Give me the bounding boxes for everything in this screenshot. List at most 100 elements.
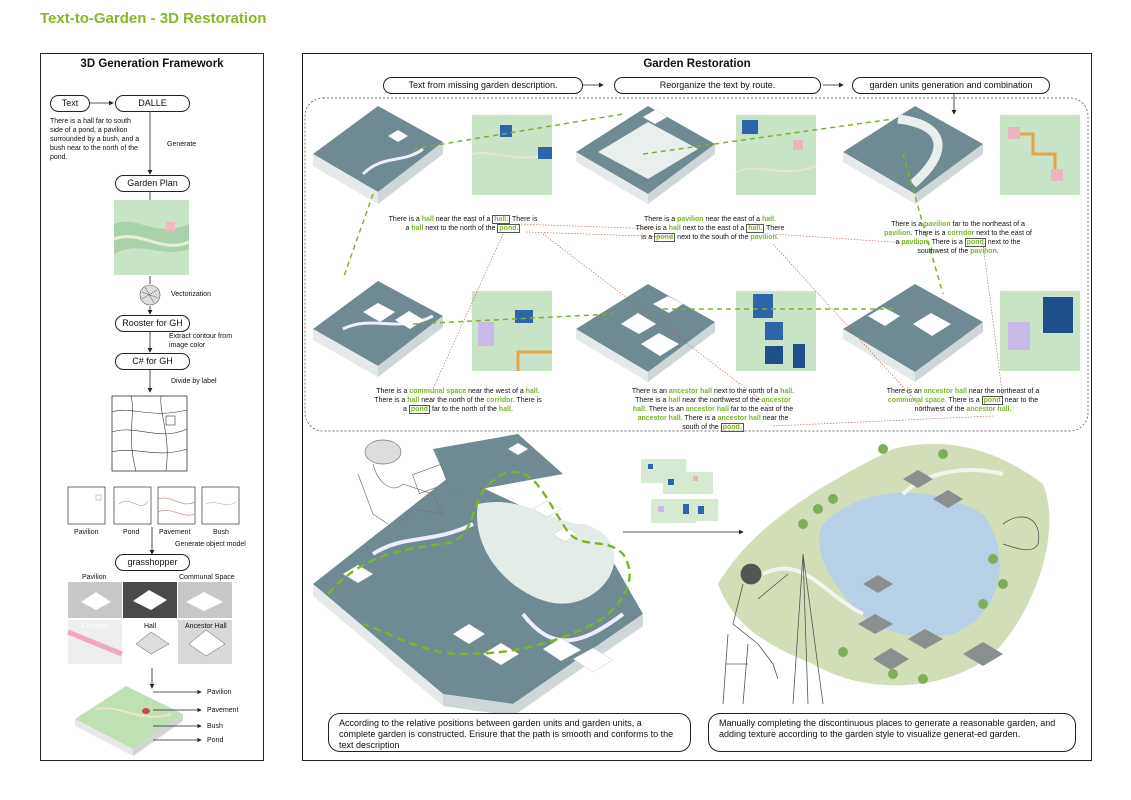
- word: There is a: [644, 216, 676, 223]
- keyword: hall.: [780, 388, 795, 395]
- keyword: ancestor hall.: [966, 406, 1012, 413]
- text-unit-5: There is an ancestor hall next to the no…: [629, 387, 797, 432]
- word: There is a: [891, 221, 923, 228]
- keyword: ancestor hall: [685, 406, 729, 413]
- element-label-pond: Pond: [123, 529, 140, 536]
- legend-pavilion: Pavilion: [207, 689, 232, 696]
- model-label-pavilion: Pavilion: [82, 574, 107, 581]
- person-sketch-1: [357, 439, 448, 525]
- word: near the east of a: [435, 216, 491, 223]
- element-label-pavilion: Pavilion: [74, 529, 99, 536]
- restoration-panel: Garden Restoration: [302, 53, 1092, 761]
- restoration-diagram: [304, 82, 1089, 716]
- keyword: hall.: [525, 388, 540, 395]
- description-text: There is a hall far to south side of a p…: [50, 118, 140, 161]
- word: near the east of a: [705, 216, 760, 223]
- element-label-bush: Bush: [213, 529, 229, 536]
- legend-pavement: Pavement: [207, 707, 239, 714]
- word: next to the east of a: [895, 230, 1032, 246]
- keyword: corridor: [947, 230, 975, 237]
- word: There is a: [376, 388, 408, 395]
- legend-bush: Bush: [207, 723, 223, 730]
- word: There is a: [948, 397, 980, 404]
- keyword: ancestor hall: [717, 415, 761, 422]
- painter-sketch: [722, 516, 1040, 705]
- route-connectors: [342, 113, 944, 325]
- framework-diagram: [67, 100, 240, 756]
- word: There is a: [931, 239, 963, 246]
- keyword: hall: [411, 225, 424, 232]
- word: far to the northeast of a: [952, 221, 1025, 228]
- word: near the northeast of a: [968, 388, 1040, 395]
- keyword: hall: [421, 216, 434, 223]
- keyword: communal space: [409, 388, 467, 395]
- legend-pond: Pond: [207, 737, 224, 744]
- caption-assembly: According to the relative positions betw…: [328, 713, 691, 752]
- text-unit-1: There is a hall near the east of a hall.…: [388, 215, 538, 233]
- dalle-node: DALLE: [115, 95, 190, 112]
- word: near the west of a: [468, 388, 524, 395]
- word: There is a: [635, 225, 667, 232]
- assembled-garden: [313, 434, 643, 716]
- keyword: pavilion.: [970, 248, 999, 255]
- keyword: ancestor hall.: [632, 397, 791, 413]
- model-thumbnails: [67, 582, 232, 664]
- keyword: hall: [668, 225, 681, 232]
- generate-model-label: Generate object model: [175, 541, 246, 548]
- text-node: Text: [50, 95, 90, 112]
- word: far to the north of the: [431, 406, 497, 413]
- garden-plan-node: Garden Plan: [115, 175, 190, 192]
- word: next to the north of a: [713, 388, 779, 395]
- word: near the northwest of the: [682, 397, 760, 404]
- plan-collage: [641, 459, 718, 523]
- keyword: pavilion: [677, 216, 704, 223]
- iso-block-3: [843, 106, 983, 204]
- keyword: hall.: [498, 406, 513, 413]
- word: near the south of the: [682, 415, 789, 431]
- restoration-title: Garden Restoration: [643, 58, 751, 70]
- text-unit-3: There is a pavilion far to the northeast…: [883, 220, 1033, 256]
- text-unit-2: There is a pavilion near the east of a h…: [635, 215, 785, 242]
- step-3: garden units generation and combination: [852, 77, 1050, 94]
- word: next to the southwest of the: [917, 239, 1021, 255]
- keyword: hall: [668, 397, 681, 404]
- keyword: ancestor hall: [668, 388, 713, 395]
- step-1: Text from missing garden description.: [383, 77, 583, 94]
- keyword-box: hall.: [746, 224, 765, 233]
- page-title: Text-to-Garden - 3D Restoration: [40, 10, 267, 27]
- keyword: ancestor hall: [923, 388, 967, 395]
- word: There is a: [403, 397, 542, 413]
- keyword-box: pond.: [720, 423, 744, 432]
- csharp-node: C# for GH: [115, 353, 190, 370]
- word: There is a: [405, 216, 538, 232]
- model-label-corridor: Corridor: [82, 623, 108, 630]
- word: There is a: [684, 415, 716, 422]
- word: next to the east of a: [682, 225, 745, 232]
- iso-block-1: [313, 106, 443, 204]
- keyword: ancestor hall.: [637, 415, 683, 422]
- keyword-box: hall.: [492, 215, 511, 224]
- extract-label: Extract contour from image color: [169, 333, 233, 349]
- text-connectors: [432, 223, 1004, 427]
- divide-label: Divide by label: [171, 378, 217, 385]
- model-label-ancestor: Ancestor Hall: [185, 623, 227, 630]
- text-unit-6: There is an ancestor hall near the north…: [878, 387, 1048, 414]
- rendered-garden: [718, 443, 1050, 686]
- word: There is a: [641, 225, 785, 241]
- model-label-communal: Communal Space: [179, 574, 235, 581]
- word: There is a: [388, 216, 420, 223]
- keyword: pavilion.: [901, 239, 930, 246]
- model-3d-result: [75, 686, 183, 756]
- keyword: corridor.: [486, 397, 515, 404]
- word: next to the south of the: [677, 234, 749, 241]
- word: far to the east of the: [730, 406, 794, 413]
- keyword-box: pond: [964, 238, 986, 247]
- iso-block-2: [576, 106, 715, 204]
- keyword: hall: [407, 397, 420, 404]
- vectorization-label: Vectorization: [171, 291, 212, 298]
- word: near to the northwest of the: [914, 397, 1039, 413]
- keyword-box: pond.: [497, 224, 521, 233]
- generate-label: Generate: [167, 141, 197, 148]
- grasshopper-node: grasshopper: [115, 554, 190, 571]
- framework-title: 3D Generation Framework: [80, 58, 224, 70]
